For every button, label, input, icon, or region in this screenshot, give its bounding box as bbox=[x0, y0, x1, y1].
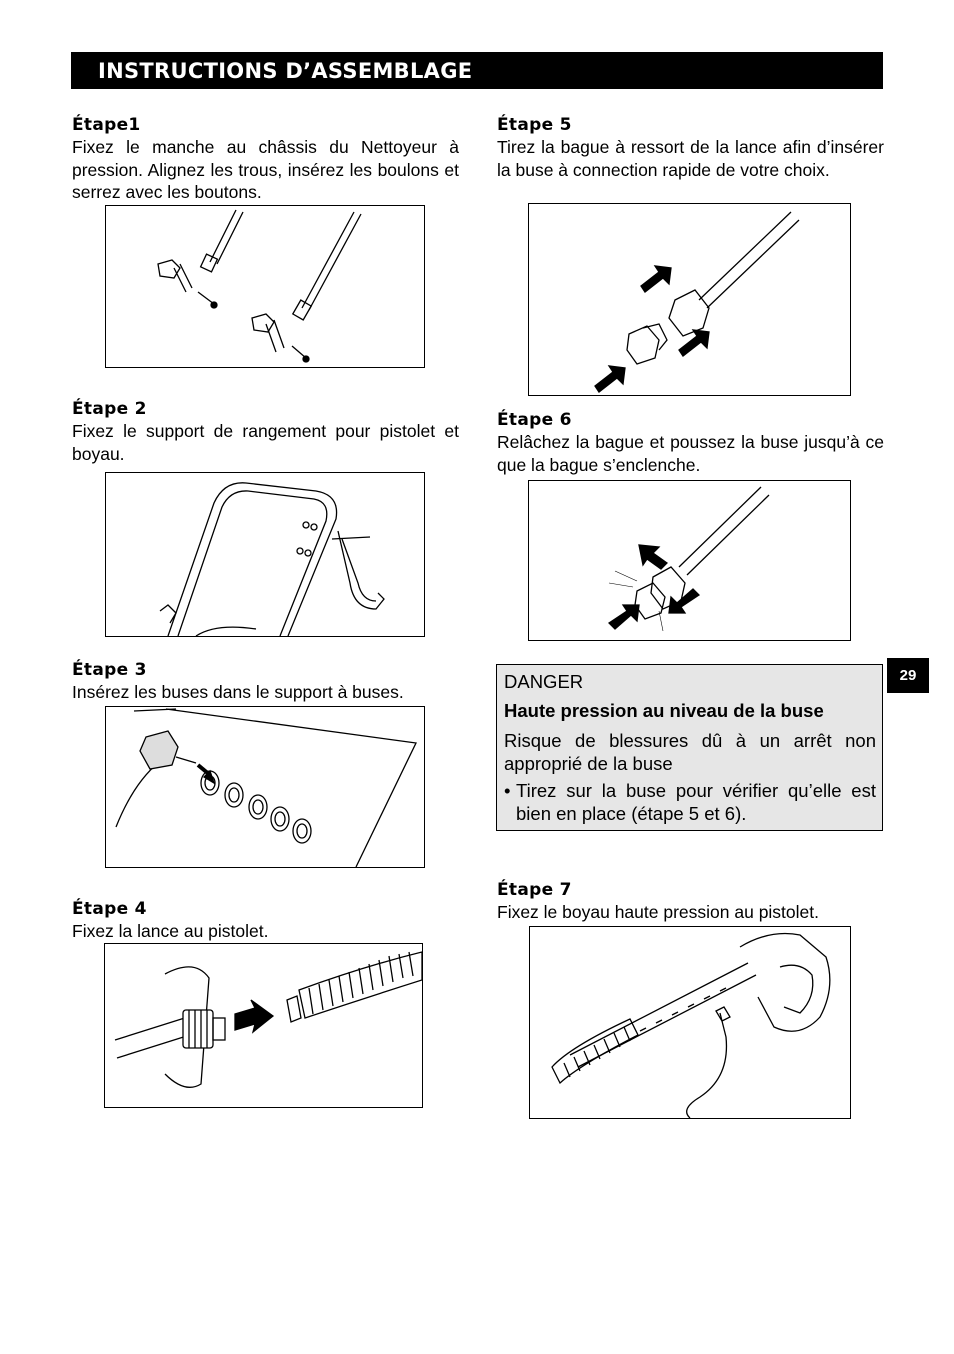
step-2: Étape 2 Fixez le support de rangement po… bbox=[72, 398, 459, 465]
danger-title: DANGER bbox=[504, 671, 584, 692]
step-text: Tirez la bague à ressort de la lance afi… bbox=[497, 137, 884, 180]
step-text: Fixez le manche au châssis du Nettoyeur … bbox=[72, 137, 459, 202]
step-text: Fixez le boyau haute pression au pistole… bbox=[497, 902, 819, 922]
step-title: Étape 5 bbox=[497, 115, 572, 135]
step-title: Étape 2 bbox=[72, 399, 147, 419]
bullet-mark: • bbox=[504, 780, 511, 801]
step-6: Étape 6 Relâchez la bague et poussez la … bbox=[497, 409, 884, 476]
step-title: Étape 7 bbox=[497, 880, 572, 900]
step-title: Étape 6 bbox=[497, 410, 572, 430]
step-3: Étape 3 Insérez les buses dans le suppor… bbox=[72, 659, 459, 704]
step-3-illustration bbox=[105, 706, 425, 868]
danger-subtitle: Haute pression au niveau de la buse bbox=[504, 700, 824, 721]
step-6-illustration bbox=[528, 480, 851, 641]
step-text: Fixez la lance au pistolet. bbox=[72, 921, 269, 941]
danger-notice: DANGER Haute pression au niveau de la bu… bbox=[496, 664, 883, 831]
danger-risk: Risque de blessures dû à un arrêt non ap… bbox=[504, 730, 876, 774]
step-7: Étape 7 Fixez le boyau haute pression au… bbox=[497, 879, 884, 924]
step-1-illustration bbox=[105, 205, 425, 368]
step-title: Étape1 bbox=[72, 115, 141, 135]
step-4-illustration bbox=[104, 943, 423, 1108]
step-text: Fixez le support de rangement pour pisto… bbox=[72, 421, 459, 464]
step-5-illustration bbox=[528, 203, 851, 396]
page-title: INSTRUCTIONS D’ASSEMBLAGE bbox=[98, 59, 473, 83]
step-4: Étape 4 Fixez la lance au pistolet. bbox=[72, 898, 459, 943]
step-5: Étape 5 Tirez la bague à ressort de la l… bbox=[497, 114, 884, 181]
section-header: INSTRUCTIONS D’ASSEMBLAGE bbox=[71, 52, 883, 89]
step-text: Relâchez la bague et poussez la buse jus… bbox=[497, 432, 884, 475]
page-number: 29 bbox=[887, 658, 929, 693]
danger-bullet: • Tirez sur la buse pour vérifier qu’ell… bbox=[504, 779, 876, 825]
step-title: Étape 4 bbox=[72, 899, 147, 919]
danger-bullet-text: Tirez sur la buse pour vérifier qu’elle … bbox=[516, 780, 876, 824]
step-7-illustration bbox=[529, 926, 851, 1119]
step-1: Étape1 Fixez le manche au châssis du Net… bbox=[72, 114, 459, 204]
step-2-illustration bbox=[105, 472, 425, 637]
step-title: Étape 3 bbox=[72, 660, 147, 680]
step-text: Insérez les buses dans le support à buse… bbox=[72, 682, 404, 702]
